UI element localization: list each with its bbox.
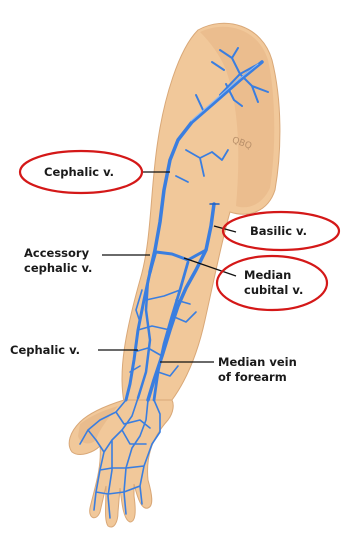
label-median-cubital-1: Median bbox=[244, 268, 291, 282]
label-cephalic-lower: Cephalic v. bbox=[10, 343, 80, 357]
label-basilic: Basilic v. bbox=[250, 224, 307, 238]
label-cephalic-upper: Cephalic v. bbox=[44, 165, 114, 179]
label-accessory-cephalic-2: cephalic v. bbox=[24, 261, 92, 275]
label-accessory-cephalic-1: Accessory bbox=[24, 246, 90, 260]
label-median-forearm-1: Median vein bbox=[218, 355, 297, 369]
label-median-forearm-2: of forearm bbox=[218, 370, 287, 384]
label-median-cubital-2: cubital v. bbox=[244, 283, 303, 297]
